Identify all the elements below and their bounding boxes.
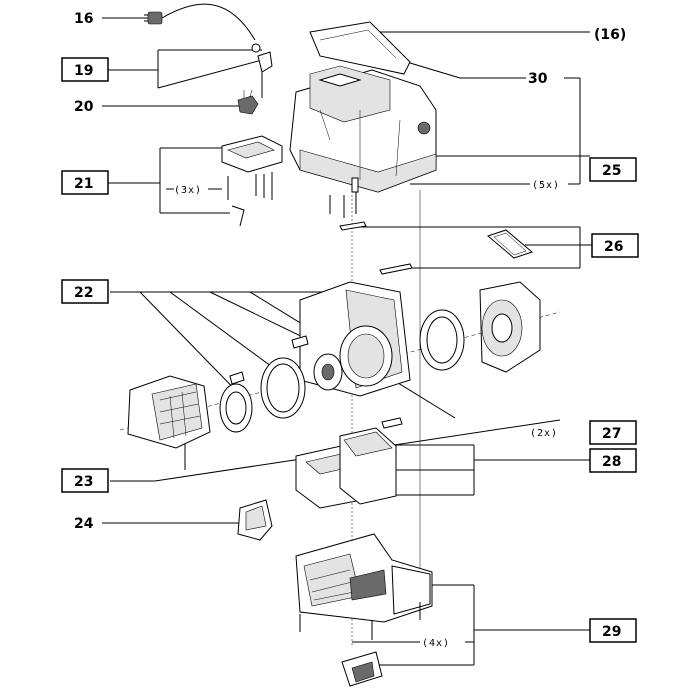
label-20: 20 bbox=[74, 99, 94, 115]
label-23: 23 bbox=[74, 474, 93, 490]
label-16-reference: (16) bbox=[594, 27, 626, 43]
label-29: 29 bbox=[602, 624, 621, 640]
label-24: 24 bbox=[74, 516, 94, 532]
label-box-21 bbox=[61, 170, 109, 195]
label-19: 19 bbox=[74, 63, 93, 79]
part-30-handle-frame bbox=[309, 21, 411, 75]
part-23-filter-assembly bbox=[127, 371, 253, 449]
part-19-cord-clip bbox=[257, 51, 273, 98]
quantity-note-2x: (2x) bbox=[530, 428, 558, 439]
label-27: 27 bbox=[602, 426, 621, 442]
part-21-bracket bbox=[221, 135, 283, 227]
label-28: 28 bbox=[602, 454, 621, 470]
label-box-25 bbox=[589, 157, 637, 182]
label-box-19 bbox=[61, 57, 109, 82]
part-25-upper-housing bbox=[289, 65, 437, 218]
label-box-23 bbox=[61, 468, 109, 493]
part-labels: 16 19 20 21 22 23 24 (16) 30 25 26 27 28… bbox=[61, 11, 639, 649]
part-26-gasket bbox=[339, 221, 534, 275]
label-25: 25 bbox=[602, 163, 621, 179]
label-21: 21 bbox=[74, 176, 93, 192]
quantity-note-4x: (4x) bbox=[422, 638, 450, 649]
label-box-22 bbox=[61, 279, 109, 304]
label-box-27 bbox=[589, 420, 637, 445]
quantity-note-5x: (5x) bbox=[532, 180, 560, 191]
part-24-bracket bbox=[237, 499, 273, 541]
part-28-cover-shells bbox=[295, 427, 397, 509]
label-22: 22 bbox=[74, 285, 93, 301]
part-29-base-housing bbox=[295, 533, 433, 687]
label-30: 30 bbox=[528, 71, 548, 87]
label-box-29 bbox=[589, 618, 637, 643]
part-20-switch bbox=[237, 89, 259, 115]
label-26: 26 bbox=[604, 239, 623, 255]
label-box-28 bbox=[589, 448, 637, 473]
part-16-power-cord bbox=[144, 3, 261, 53]
label-box-26 bbox=[591, 233, 639, 258]
part-22-motor-group bbox=[260, 281, 541, 429]
quantity-note-3x: (3x) bbox=[174, 185, 202, 196]
label-16: 16 bbox=[74, 11, 93, 27]
